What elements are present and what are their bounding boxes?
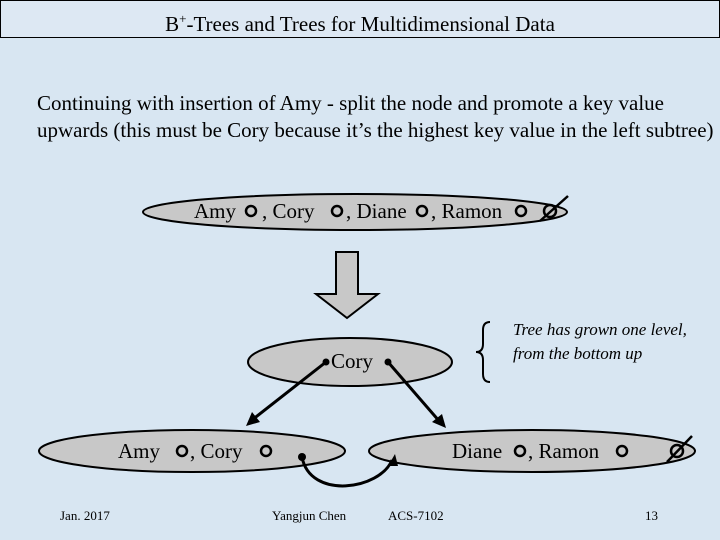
top-key-cory: , Cory <box>262 199 315 223</box>
pointer-circle-icon <box>514 204 528 218</box>
title-superscript: + <box>179 11 187 26</box>
full-node <box>142 193 568 231</box>
left-leaf-node <box>38 429 346 473</box>
left-leaf-key-cory: , Cory <box>190 439 243 463</box>
footer-author: Yangjun Chen <box>272 508 347 523</box>
growth-note: Tree has grown one level, from the botto… <box>513 320 687 363</box>
title-rest: -Trees and Trees for Multidimensional Da… <box>186 12 555 36</box>
null-pointer-icon <box>539 195 569 222</box>
right-leaf-key-diane: Diane <box>452 439 503 463</box>
pointer-root-to-left-leaf <box>246 358 330 426</box>
pointer-circle-icon <box>513 444 527 458</box>
slide-title: B+-Trees and Trees for Multidimensional … <box>0 0 720 38</box>
null-pointer-icon <box>666 435 693 463</box>
top-key-amy: Amy <box>194 199 236 223</box>
top-key-ramon: , Ramon <box>431 199 503 223</box>
footer-date: Jan. 2017 <box>60 508 110 523</box>
root-key-cory: Cory <box>331 349 373 373</box>
pointer-root-to-right-leaf <box>384 358 446 428</box>
left-leaf-key-amy: Amy <box>118 439 160 463</box>
root-node <box>247 337 453 387</box>
pointer-circle-icon <box>615 444 629 458</box>
pointer-circle-icon <box>330 204 344 218</box>
pointer-circle-icon <box>244 204 258 218</box>
sibling-link <box>298 453 398 488</box>
title-prefix: B <box>165 12 180 36</box>
body-text: Continuing with insertion of Amy - split… <box>37 91 714 142</box>
top-key-diane: , Diane <box>346 199 407 223</box>
pointer-circle-icon <box>175 444 189 458</box>
pointer-circle-icon <box>259 444 273 458</box>
pointer-circle-icon <box>415 204 429 218</box>
note-brace <box>475 321 491 383</box>
right-leaf-key-ramon: , Ramon <box>528 439 600 463</box>
footer-page-number: 13 <box>645 508 658 523</box>
down-arrow <box>313 251 381 320</box>
footer-course: ACS-7102 <box>388 508 444 523</box>
right-leaf-node <box>368 429 696 473</box>
